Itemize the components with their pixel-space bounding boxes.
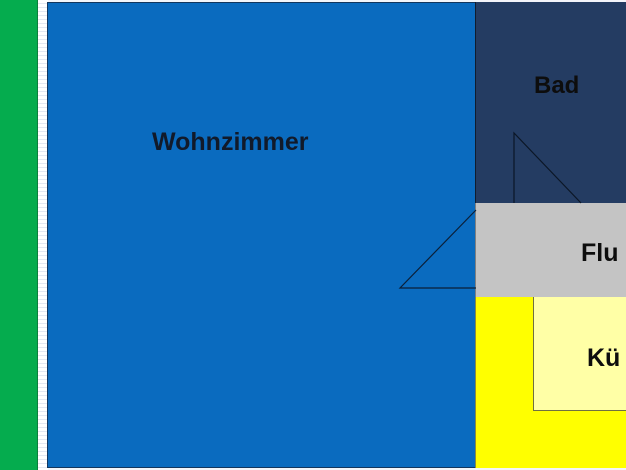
kitchen-counter bbox=[533, 297, 626, 411]
room-label-hall: Flu bbox=[581, 239, 619, 267]
room-label-bath: Bad bbox=[534, 72, 580, 99]
wall-strip bbox=[38, 0, 48, 470]
room-label-kitchen: Kü bbox=[587, 344, 621, 372]
room-bath bbox=[475, 2, 626, 203]
room-hall bbox=[475, 203, 626, 297]
room-living bbox=[47, 2, 476, 468]
balcony-area bbox=[0, 0, 38, 470]
room-label-living: Wohnzimmer bbox=[152, 128, 309, 156]
